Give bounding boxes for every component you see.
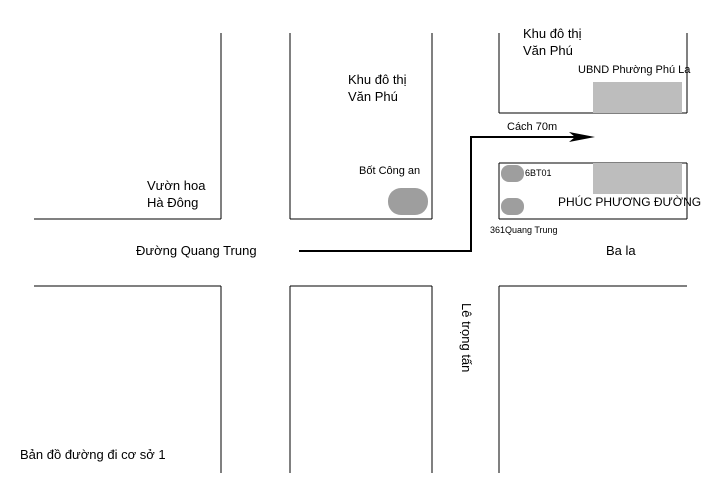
block-bottom-center	[289, 285, 433, 473]
police-marker	[388, 188, 428, 215]
label-route-distance: Cách 70m	[507, 121, 558, 133]
label-ubnd: UBND Phường Phú La	[578, 64, 691, 76]
block-bottom-left	[34, 285, 222, 473]
phuc-phuong-building	[593, 163, 682, 194]
label-vuon-hoa-1: Vườn hoa	[147, 178, 206, 193]
label-khu-do-thi-right-2: Văn Phú	[523, 43, 573, 58]
street-quang-trung: Đường Quang Trung	[136, 243, 257, 258]
map-caption: Bản đồ đường đi cơ sở 1	[20, 447, 166, 462]
label-police: Bốt Công an	[359, 165, 421, 177]
label-khu-do-thi-center-2: Văn Phú	[348, 89, 398, 104]
block-bottom-right	[498, 285, 687, 473]
label-6bt01: 6BT01	[525, 168, 552, 178]
house-marker-bottom	[501, 198, 524, 215]
label-khu-do-thi-right-1: Khu đô thị	[523, 26, 582, 41]
route-line	[299, 136, 575, 252]
ubnd-building	[593, 82, 682, 113]
label-phuc-phuong: PHÚC PHƯƠNG ĐƯỜNG	[558, 195, 702, 209]
label-address: 361Quang Trung	[490, 225, 558, 235]
route-arrow-head	[569, 132, 595, 142]
label-ba-la: Ba la	[606, 243, 636, 258]
street-le-trong-tan: Lê trọng tấn	[459, 303, 474, 373]
house-marker-top	[501, 165, 524, 182]
label-vuon-hoa-2: Hà Đông	[147, 195, 199, 210]
block-khu-do-thi-center	[289, 33, 433, 220]
block-vuon-hoa	[34, 33, 222, 220]
label-khu-do-thi-center-1: Khu đô thị	[348, 72, 407, 87]
